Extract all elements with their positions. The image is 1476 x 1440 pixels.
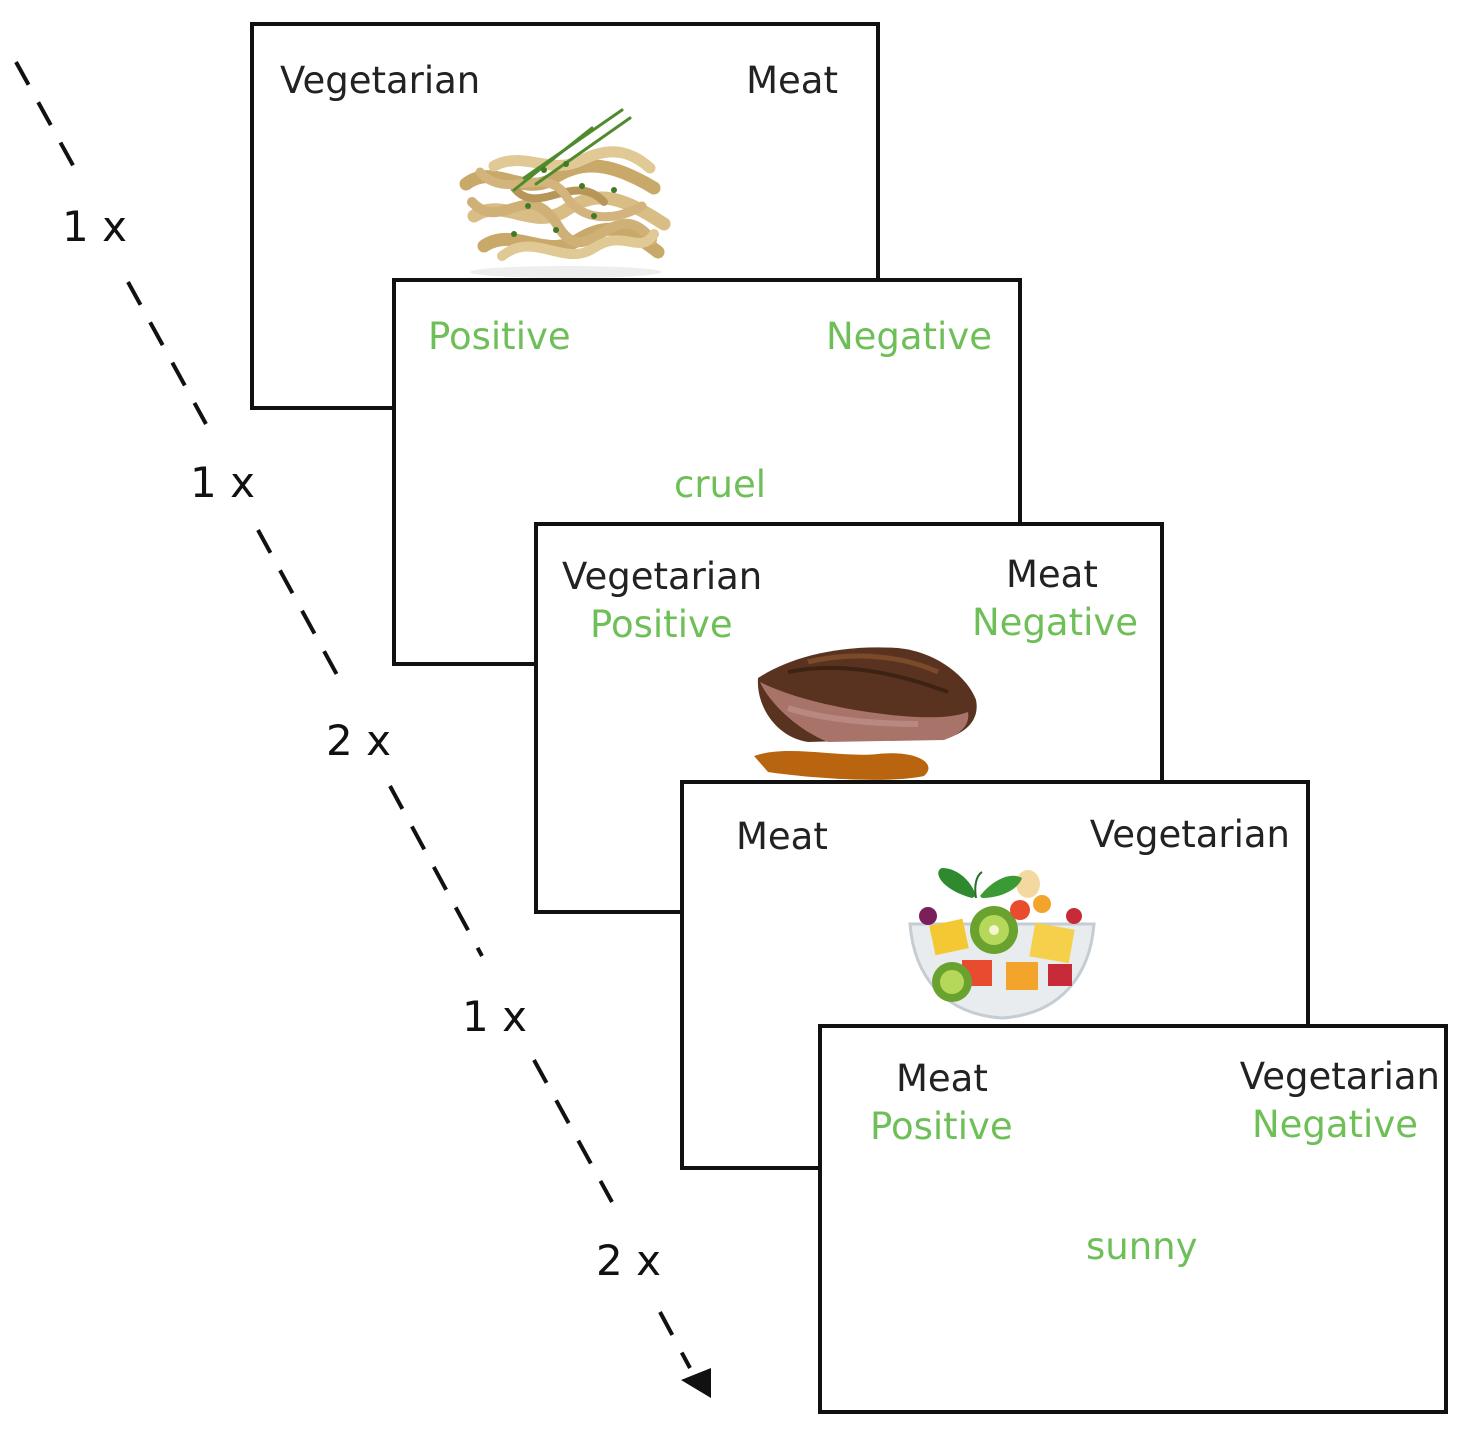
repetition-label: 1 x bbox=[462, 992, 527, 1041]
stimulus-word: cruel bbox=[674, 463, 767, 506]
left-category-label: Meat bbox=[736, 815, 828, 858]
timeline-segment bbox=[532, 1059, 614, 1203]
right-category-label: Meat bbox=[1006, 553, 1098, 596]
right-category-label: Vegetarian bbox=[1239, 1055, 1440, 1098]
timeline-segment bbox=[126, 281, 208, 425]
timeline-segment bbox=[658, 1311, 692, 1369]
arrowhead-icon bbox=[681, 1368, 711, 1398]
left-attribute-label: Positive bbox=[428, 315, 571, 358]
timeline-segment bbox=[256, 529, 344, 685]
steak-image bbox=[754, 647, 977, 780]
left-category-label: Meat bbox=[896, 1057, 988, 1100]
repetition-label: 1 x bbox=[190, 458, 255, 507]
right-attribute-label: Negative bbox=[825, 315, 992, 358]
right-category-label: Vegetarian bbox=[1089, 813, 1290, 856]
right-attribute-label: Negative bbox=[1251, 1103, 1418, 1146]
left-category-label: Vegetarian bbox=[562, 555, 763, 598]
timeline-segment bbox=[388, 785, 484, 957]
fruit-salad-image bbox=[908, 868, 1096, 1020]
stimulus-word: sunny bbox=[1086, 1225, 1198, 1268]
repetition-label: 2 x bbox=[326, 716, 391, 765]
right-attribute-label: Negative bbox=[972, 601, 1139, 644]
timeline-segment bbox=[14, 61, 82, 179]
left-attribute-label: Positive bbox=[870, 1105, 1013, 1148]
right-category-label: Meat bbox=[746, 59, 838, 102]
repetition-label: 1 x bbox=[62, 202, 127, 251]
left-category-label: Vegetarian bbox=[280, 59, 481, 102]
pasta-image bbox=[459, 108, 671, 278]
screen-5-reversed-combined-block: Meat Positive Vegetarian Negative sunny bbox=[818, 1024, 1448, 1414]
left-attribute-label: Positive bbox=[590, 603, 733, 646]
repetition-label: 2 x bbox=[596, 1236, 661, 1285]
